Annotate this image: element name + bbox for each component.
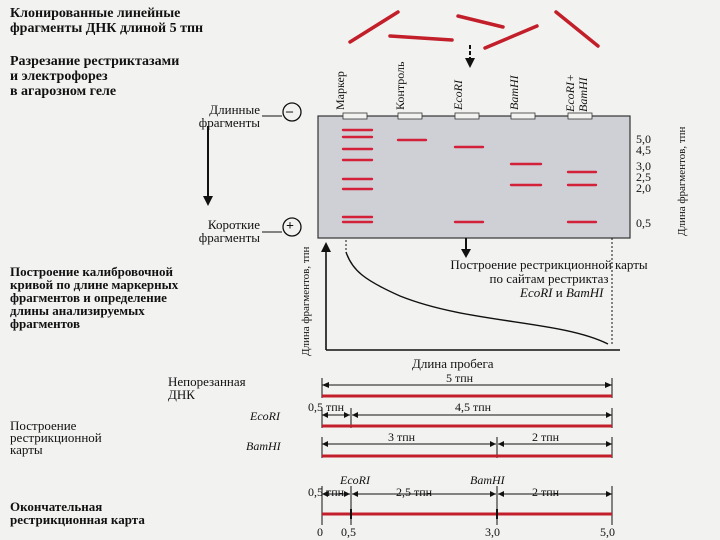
anode-sign: +	[286, 220, 294, 233]
enzyme-and: и	[556, 285, 563, 300]
size-tick: 4,5	[636, 144, 651, 157]
curve-ylabel: Длина фрагментов, тпн	[300, 236, 313, 356]
lane-label-double: EcoRI+ BamHI	[564, 32, 590, 112]
gel	[318, 116, 630, 238]
size-tick: 0,5	[636, 217, 651, 230]
size-tick: 2,0	[636, 182, 651, 195]
build-map-label: Построение рестрикционной карты	[10, 420, 102, 456]
bamhi-map-label: BamHI	[246, 440, 281, 453]
enzyme-ecori: EcoRI	[520, 285, 552, 300]
dna-fragment	[458, 16, 503, 27]
cathode-sign: –	[286, 105, 293, 118]
arrow-to-map-icon	[461, 238, 471, 258]
final-fragment-c: 2 тпн	[532, 486, 559, 499]
step-digest: Разрезание рестриктазами и электрофорез …	[10, 54, 179, 99]
final-ecori-label: EcoRI	[340, 474, 370, 487]
enzyme-bamhi: BamHI	[566, 285, 604, 300]
lane-label-control: Контроль	[394, 30, 407, 110]
header-text: Клонированные линейные фрагменты ДНК дли…	[10, 6, 203, 36]
final-map-label: Окончательная рестрикционная карта	[10, 500, 145, 526]
map-enzymes: EcoRI и BamHI	[520, 286, 604, 299]
ecori-fragment-a: 0,5 тпн	[308, 401, 344, 414]
lane-label-ecori: EcoRI	[452, 30, 465, 110]
uncut-label: Непорезанная ДНК	[168, 375, 246, 401]
bamhi-map	[322, 437, 612, 458]
bamhi-fragment-b: 2 тпн	[532, 431, 559, 444]
ecori-map-label: EcoRI	[250, 410, 280, 423]
migration-arrow-icon	[203, 126, 213, 206]
lane-label-bamhi: BamHI	[508, 30, 521, 110]
arrow-to-gel-icon	[465, 45, 475, 68]
dna-fragments	[350, 12, 598, 48]
bamhi-fragment-a: 3 тпн	[388, 431, 415, 444]
final-map	[322, 486, 612, 525]
uncut-length: 5 тпн	[446, 372, 473, 385]
final-bamhi-label: BamHI	[470, 474, 505, 487]
final-scale-3: 3,0	[485, 526, 500, 539]
axis-right-label: Длина фрагментов, тпн	[676, 116, 689, 236]
map-step: Построение рестрикционной карты по сайта…	[384, 258, 714, 286]
final-scale-0: 0	[317, 526, 323, 539]
final-fragment-a: 0,5 тпн	[308, 486, 344, 499]
short-fragments-label: Короткие фрагменты	[168, 218, 260, 244]
final-scale-5: 5,0	[600, 526, 615, 539]
y-axis-arrow-icon	[321, 242, 331, 252]
ecori-fragment-b: 4,5 тпн	[455, 401, 491, 414]
long-fragments-label: Длинные фрагменты	[168, 103, 260, 129]
final-fragment-b: 2,5 тпн	[396, 486, 432, 499]
calib-step: Построение калибровочной кривой по длине…	[10, 265, 178, 330]
final-scale-05: 0,5	[341, 526, 356, 539]
lane-label-marker: Маркер	[334, 30, 347, 110]
curve-xlabel: Длина пробега	[412, 357, 494, 370]
